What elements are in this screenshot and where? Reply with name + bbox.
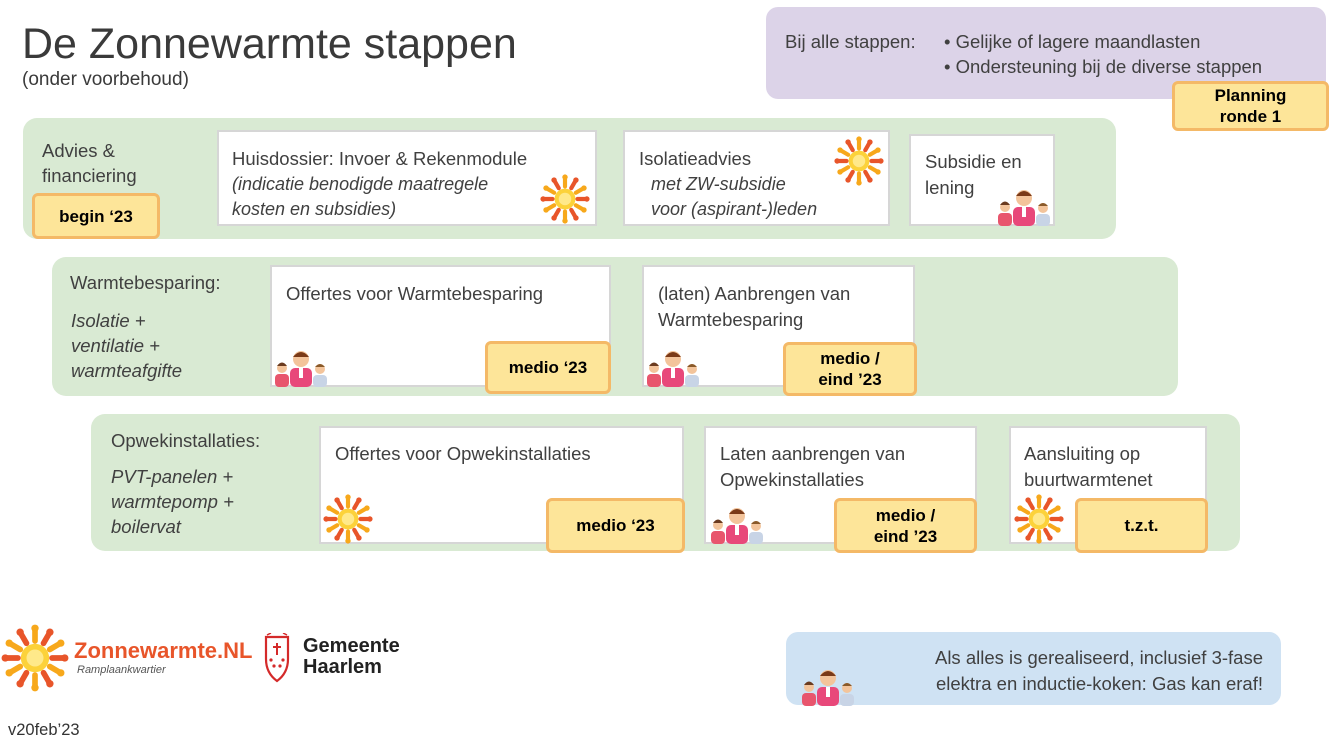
- badge-text: medio ‘23: [576, 516, 655, 535]
- badge-tzt: t.z.t.: [1075, 498, 1208, 553]
- badge-line: eind ’23: [873, 526, 938, 546]
- card-title: Huisdossier: Invoer & Rekenmodule: [232, 148, 528, 169]
- card-subtitle-line: (indicatie benodigde maatregele: [232, 174, 489, 194]
- band-label: Advies & financiering: [42, 138, 137, 188]
- gas-note-box: [786, 632, 1281, 705]
- card-title: Isolatieadvies: [639, 148, 752, 169]
- band-desc-line: boilervat: [111, 516, 181, 537]
- page-title: De Zonnewarmte stappen: [22, 20, 517, 68]
- band-description: PVT-panelen + warmtepomp + boilervat: [111, 464, 234, 539]
- band-label-line: financiering: [42, 165, 137, 186]
- badge-begin: begin ‘23: [32, 193, 160, 239]
- planning-badge: Planning ronde 1: [1172, 81, 1329, 131]
- card-title-line: Aansluiting op: [1024, 443, 1141, 464]
- card-subtitle: (indicatie benodigde maatregele kosten e…: [232, 172, 488, 222]
- gas-note-line: Als alles is gerealiseerd, inclusief 3-f…: [934, 647, 1263, 668]
- badge-medio-eind: medio /eind ’23: [834, 498, 977, 553]
- card-title-line: (laten) Aanbrengen van: [658, 283, 851, 304]
- logo-gemeente-line: Gemeente: [303, 635, 400, 657]
- badge-line: medio /: [875, 505, 936, 525]
- page-subtitle: (onder voorbehoud): [22, 69, 189, 90]
- card-title-line: Warmtebesparing: [658, 309, 804, 330]
- band-desc-line: warmteafgifte: [71, 360, 183, 381]
- zonnewarmte-logo-icon: [1, 624, 69, 692]
- band-desc-line: warmtepomp +: [111, 491, 234, 512]
- card-subtitle-line: met ZW-subsidie: [651, 174, 786, 194]
- people-icon: [993, 186, 1055, 226]
- card-title: Offertes voor Warmtebesparing: [286, 283, 544, 304]
- badge-line: eind ’23: [818, 370, 882, 389]
- info-bullet: • Gelijke of lagere maandlasten: [944, 31, 1201, 52]
- badge-line: Planning: [1214, 86, 1287, 105]
- info-bullet: • Ondersteuning bij de diverse stappen: [944, 56, 1263, 77]
- card-title-line: buurtwarmtenet: [1024, 469, 1153, 490]
- card-subtitle-line: kosten en subsidies): [232, 199, 397, 219]
- card-subtitle-line: voor (aspirant-)leden: [651, 199, 818, 219]
- card-title: Aansluiting op buurtwarmtenet: [1024, 441, 1153, 493]
- band-label: Warmtebesparing:: [70, 272, 221, 293]
- sun-logo-icon: [1014, 494, 1064, 544]
- card-subtitle: met ZW-subsidie voor (aspirant-)leden: [651, 172, 817, 222]
- badge-text: begin ‘23: [59, 206, 133, 226]
- people-icon: [642, 347, 704, 387]
- people-icon: [270, 347, 332, 387]
- gas-note-line: elektra en inductie-koken: Gas kan eraf!: [935, 673, 1263, 694]
- sun-logo-icon: [834, 136, 884, 186]
- badge-medio: medio ‘23: [546, 498, 685, 553]
- card-title-line: Opwekinstallaties: [720, 469, 864, 490]
- version-label: v20feb’23: [8, 721, 80, 739]
- gas-note-text: Als alles is gerealiseerd, inclusief 3-f…: [850, 645, 1263, 697]
- card-title: Offertes voor Opwekinstallaties: [335, 443, 591, 464]
- people-icon: [706, 504, 768, 544]
- people-icon: [797, 666, 859, 706]
- logo-zonnewarmte-subtext: Ramplaankwartier: [77, 664, 166, 676]
- card-title-line: lening: [925, 177, 975, 198]
- badge-medio-eind: medio / eind ’23: [783, 342, 917, 396]
- band-desc-line: Isolatie +: [71, 310, 146, 331]
- card-title: Subsidie en lening: [925, 149, 1022, 201]
- card-title-line: Subsidie en: [925, 151, 1022, 172]
- info-label: Bij alle stappen:: [785, 31, 916, 52]
- sun-logo-icon: [323, 494, 373, 544]
- badge-line: ronde 1: [1219, 107, 1282, 126]
- card-title-line: Laten aanbrengen van: [720, 443, 906, 464]
- logo-zonnewarmte-text: Zonnewarmte.NL: [74, 638, 253, 663]
- band-desc-line: ventilatie +: [71, 335, 160, 356]
- card-isolatieadvies: [623, 130, 890, 226]
- badge-text: t.z.t.: [1124, 516, 1159, 535]
- band-desc-line: PVT-panelen +: [111, 466, 234, 487]
- badge-medio: medio ‘23: [485, 341, 611, 394]
- gemeente-haarlem-crest-icon: [262, 632, 292, 690]
- badge-line: medio /: [820, 349, 880, 368]
- band-label: Opwekinstallaties:: [111, 430, 261, 451]
- logo-gemeente-line: Haarlem: [303, 656, 382, 678]
- band-warmtebesparing: [52, 257, 1178, 396]
- badge-text: medio ‘23: [508, 358, 588, 377]
- card-huisdossier: [217, 130, 597, 226]
- sun-logo-icon: [540, 174, 590, 224]
- band-label-line: Advies &: [42, 140, 116, 161]
- band-description: Isolatie + ventilatie + warmteafgifte: [71, 308, 182, 383]
